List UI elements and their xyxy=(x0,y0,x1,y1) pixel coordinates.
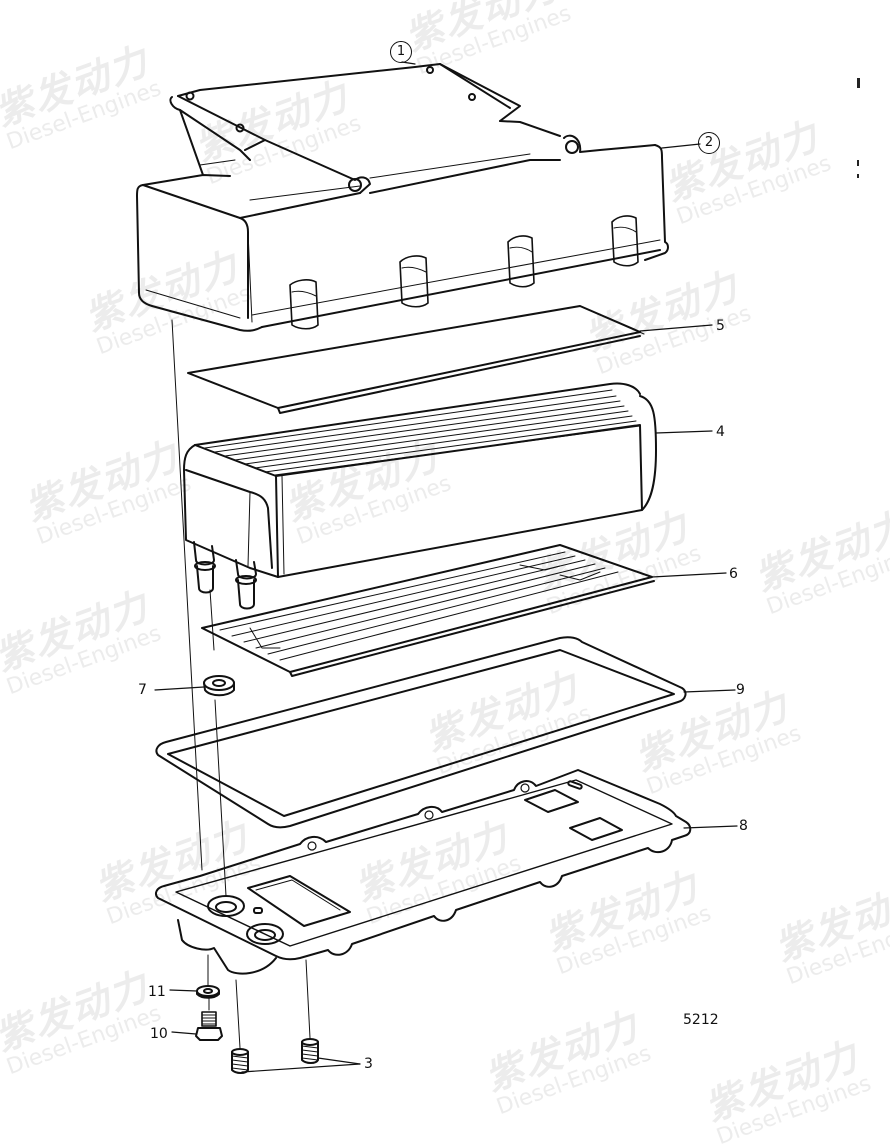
seal-ring xyxy=(203,675,235,697)
scan-artifact xyxy=(857,160,859,166)
drawing-number: 5212 xyxy=(683,1012,719,1028)
callout-7: 7 xyxy=(138,682,147,698)
top-plate xyxy=(187,305,645,414)
gasket xyxy=(155,636,687,829)
cooler-cover xyxy=(136,63,669,332)
scan-artifact xyxy=(857,174,859,178)
assembly-guide-lines xyxy=(171,319,311,1049)
base-housing xyxy=(155,769,692,975)
callout-3: 3 xyxy=(364,1056,373,1072)
callout-5: 5 xyxy=(716,318,725,334)
leader-lines xyxy=(154,61,738,1073)
callout-8: 8 xyxy=(739,818,748,834)
callout-11: 11 xyxy=(148,984,166,1000)
callout-9: 9 xyxy=(736,682,745,698)
scan-artifact xyxy=(857,78,860,88)
plug-screw xyxy=(195,1011,223,1041)
callout-10: 10 xyxy=(150,1026,168,1042)
oil-cooler-element xyxy=(183,382,657,610)
finned-plate xyxy=(201,544,655,677)
callout-4: 4 xyxy=(716,424,725,440)
callout-1: 1 xyxy=(390,41,412,63)
callout-2: 2 xyxy=(698,132,720,154)
callout-6: 6 xyxy=(729,566,738,582)
stud-bolts xyxy=(231,1038,319,1074)
washer xyxy=(196,985,220,999)
